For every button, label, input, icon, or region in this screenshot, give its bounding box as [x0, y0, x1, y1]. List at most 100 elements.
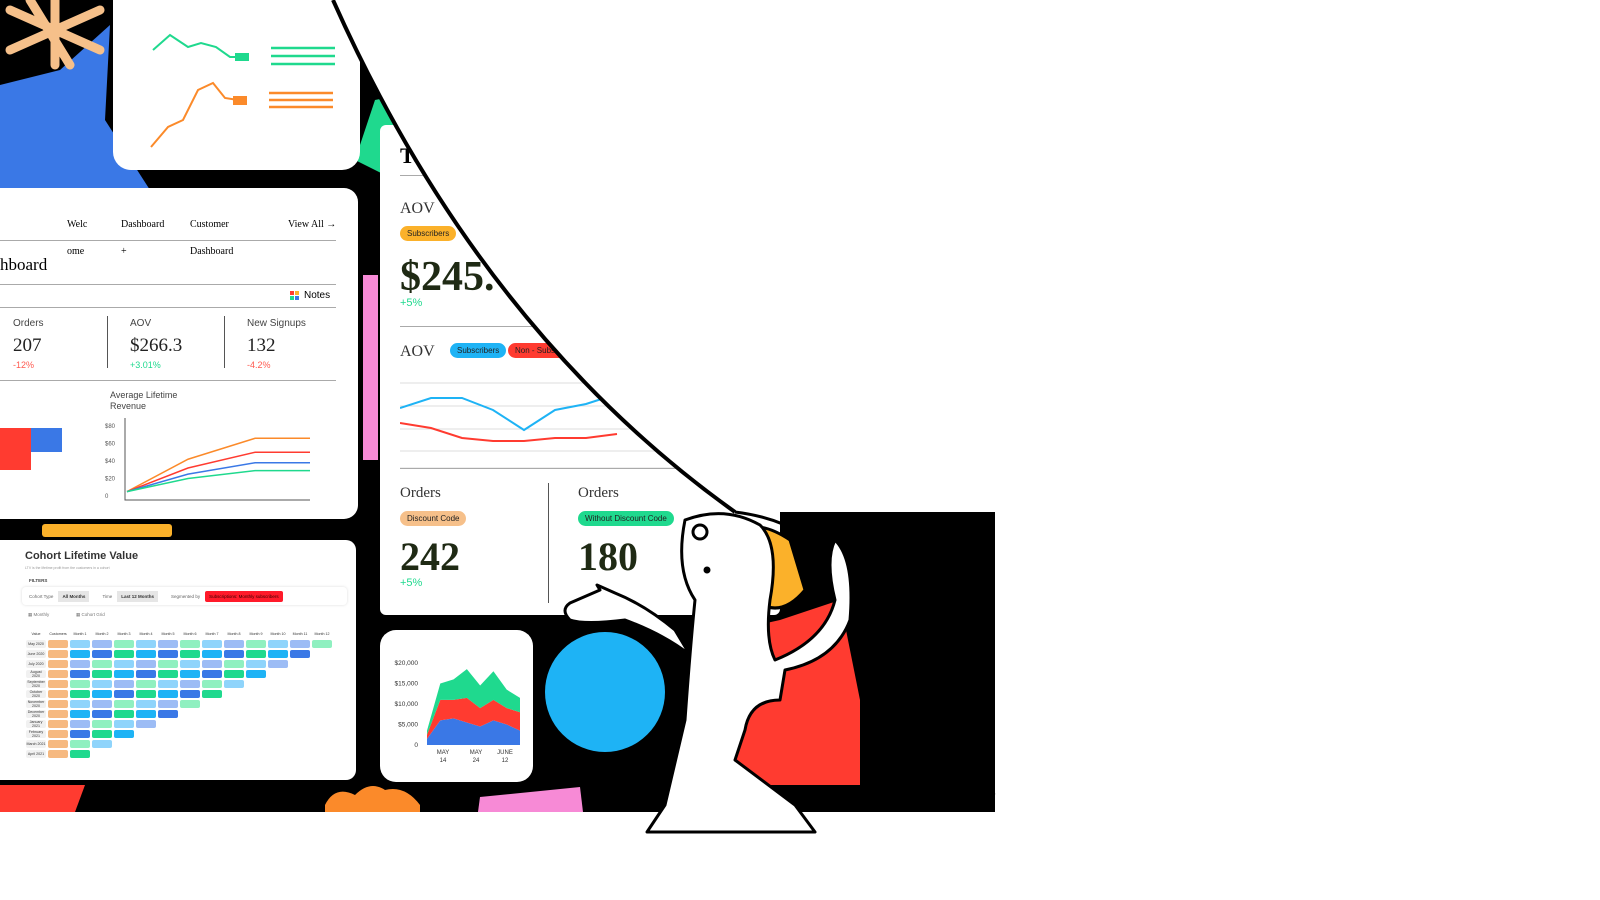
cohort-cell	[114, 640, 134, 648]
row-label: October 2020	[26, 690, 46, 698]
aov-delta: +5%	[400, 297, 423, 309]
segment-select[interactable]: Subscriptions: Monthly subscribers	[205, 590, 283, 602]
y-tick-label: $10,000	[395, 701, 419, 708]
table-row: November 2020	[26, 700, 332, 708]
orders-label-2: Orders	[578, 485, 619, 501]
y-tick-label: $80	[105, 424, 116, 430]
pink-bar	[363, 275, 378, 460]
table-row: April 2021	[26, 750, 332, 758]
y-tick-label: $15,000	[395, 681, 419, 688]
cohort-cell	[246, 650, 266, 658]
cohort-card: Cohort Lifetime Value LTV is the lifetim…	[0, 540, 356, 780]
series-line	[126, 451, 310, 493]
cohort-cell	[136, 680, 156, 688]
cohort-cell	[136, 650, 156, 658]
aov-value: $245.	[400, 254, 495, 300]
orders-label: Orders	[400, 485, 441, 501]
monthly-toggle[interactable]: ▦ Monthly	[28, 612, 50, 617]
row-label: September 2020	[26, 680, 46, 688]
cohort-cell	[92, 740, 112, 748]
nav-customer[interactable]: Customer	[190, 219, 229, 230]
cohort-cell	[180, 680, 200, 688]
column-header: Month 8	[227, 632, 241, 636]
view-all-link[interactable]: View All →	[288, 219, 337, 230]
series-line	[126, 462, 310, 493]
y-tick-label: $60	[105, 442, 116, 448]
cohort-grid-toggle[interactable]: ▦ Cohort Grid	[76, 612, 105, 617]
cohort-cell	[114, 720, 134, 728]
nav-welcome[interactable]: Welc	[67, 219, 88, 230]
area-series	[427, 718, 520, 745]
revenue-area-chart: $20,000$15,000$10,000$5,0000MAY14MAY24JU…	[395, 660, 520, 764]
y-tick-label: 0	[105, 494, 109, 500]
subscribers-badge: Subscribers	[400, 226, 457, 241]
y-tick-label: $20,000	[395, 660, 419, 667]
cohort-cell	[158, 640, 178, 648]
notes-icon	[290, 291, 299, 300]
table-row: June 2020	[26, 650, 332, 658]
character-body	[645, 512, 853, 834]
cohort-cell	[158, 650, 178, 658]
column-header: Month 9	[249, 632, 263, 636]
nav-sub: +	[121, 246, 127, 257]
series-line	[126, 469, 310, 493]
customers-cell	[48, 730, 68, 738]
cohort-cell	[246, 660, 266, 668]
x-tick-label: 12	[502, 758, 509, 764]
column-header: Month 6	[183, 632, 197, 636]
filters-label: FILTERS	[29, 578, 48, 583]
x-tick-label: MAY	[470, 750, 483, 756]
table-row: January 2021	[26, 720, 332, 728]
cohort-cell	[70, 720, 90, 728]
time-select[interactable]: Last 12 Months	[117, 590, 159, 602]
cohort-type-select[interactable]: All Months	[58, 590, 90, 602]
nav-dashboard[interactable]: Dashboard	[121, 219, 165, 230]
cohort-cell	[158, 670, 178, 678]
cohort-cell	[92, 650, 112, 658]
cohort-cell	[180, 640, 200, 648]
cohort-cell	[114, 660, 134, 668]
cohort-title: Cohort Lifetime Value	[25, 550, 139, 562]
cohort-cell	[224, 670, 244, 678]
column-header: Month 10	[270, 632, 286, 636]
cohort-cell	[268, 650, 288, 658]
cohort-cell	[268, 660, 288, 668]
column-header: Customers	[49, 632, 67, 636]
orders-delta: +5%	[400, 577, 423, 589]
notes-button[interactable]: Notes	[290, 290, 330, 301]
cohort-cell	[158, 690, 178, 698]
row-label: August 2020	[26, 670, 46, 678]
column-header: Month 11	[292, 632, 308, 636]
cohort-cell	[224, 650, 244, 658]
cohort-cell	[202, 690, 222, 698]
cohort-cell	[92, 710, 112, 718]
cohort-cell	[202, 650, 222, 658]
character-illustration	[563, 512, 853, 834]
customers-cell	[48, 650, 68, 658]
aov-chart-label: AOV	[400, 343, 435, 360]
orders-no-discount-value: 180	[578, 534, 638, 579]
blue-shape	[0, 25, 150, 190]
cohort-cell	[246, 640, 266, 648]
customers-cell	[48, 670, 68, 678]
table-row: July 2020	[26, 660, 332, 668]
table-row: August 2020	[26, 670, 332, 678]
cohort-cell	[180, 650, 200, 658]
orders-discount-value: 242	[400, 534, 460, 579]
cohort-cell	[70, 700, 90, 708]
series-line	[400, 422, 618, 442]
cohort-cell	[180, 700, 200, 708]
x-tick-label: 24	[473, 758, 480, 764]
cohort-cell	[268, 640, 288, 648]
row-label: February 2021	[26, 730, 46, 738]
chart-title: Average Lifetime Revenue	[110, 390, 178, 411]
row-label: July 2020	[26, 660, 46, 668]
cohort-cell	[70, 690, 90, 698]
cohort-cell	[70, 710, 90, 718]
cohort-cell	[92, 670, 112, 678]
cohort-cell	[114, 670, 134, 678]
